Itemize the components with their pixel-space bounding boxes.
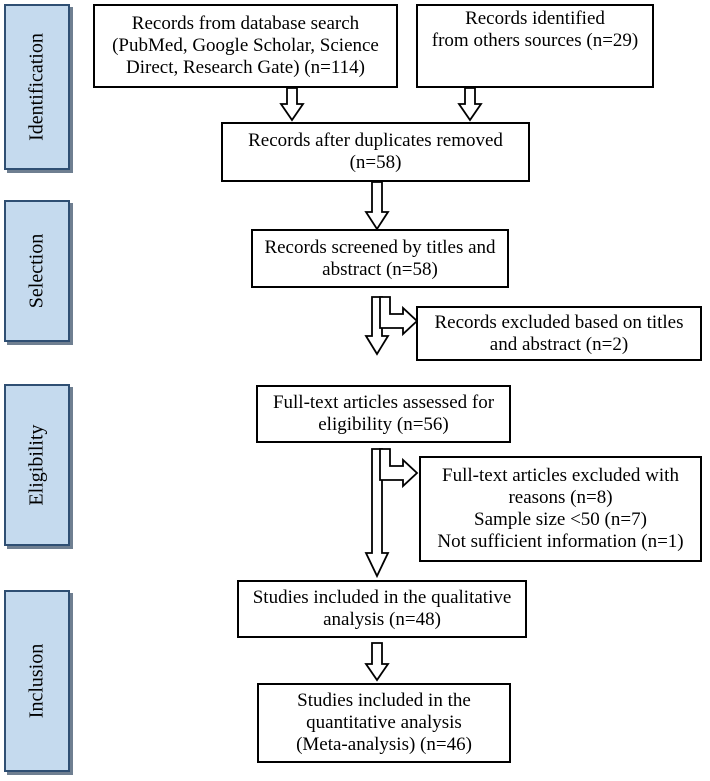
qualitative-text: Studies included in the qualitative anal… [252,587,512,630]
box-screened: Records screened by titles and abstract … [251,229,509,288]
box-other-sources: Records identified from others sources (… [416,4,654,88]
phase-inclusion: Inclusion [4,590,70,772]
box-fulltext-excluded: Full-text articles excluded with reasons… [419,456,702,562]
fulltext-assessed-text: Full-text articles assessed for eligibil… [272,392,495,435]
database-search-text: Records from database search (PubMed, Go… [112,13,379,78]
phase-identification: Identification [4,4,70,170]
screened-text: Records screened by titles and abstract … [264,236,496,280]
box-qualitative: Studies included in the qualitative anal… [237,580,527,638]
arrow-other-to-duplicates [457,87,483,122]
arrow-duplicates-to-screened [364,181,390,231]
box-fulltext-assessed: Full-text articles assessed for eligibil… [256,385,511,443]
fulltext-excluded-line-1: Full-text articles excluded with [442,465,679,487]
phase-selection: Selection [4,200,70,342]
box-excluded-titles: Records excluded based on titles and abs… [416,306,702,361]
box-database-search: Records from database search (PubMed, Go… [93,4,398,88]
box-quantitative: Studies included in the quantitative ana… [257,683,511,763]
duplicates-removed-text: Records after duplicates removed (n=58) [248,130,503,173]
fulltext-excluded-lines: Full-text articles excluded with reasons… [437,465,683,552]
fulltext-excluded-line-3: Sample size <50 (n=7) [474,509,647,530]
arrow-screened-to-excluded [379,296,419,337]
arrow-database-to-duplicates [279,87,305,122]
fulltext-excluded-line-2: reasons (n=8) [508,487,613,509]
fulltext-excluded-line-4: Not sufficient information (n=1) [437,530,684,552]
other-sources-text: Records identified from others sources (… [431,8,639,51]
arrow-qualitative-to-quantitative [364,642,390,682]
box-duplicates-removed: Records after duplicates removed (n=58) [221,122,530,182]
arrow-fulltext-to-excluded [379,448,419,489]
excluded-titles-text: Records excluded based on titles and abs… [434,311,684,355]
phase-eligibility: Eligibility [4,384,70,546]
quantitative-text: Studies included in the quantitative ana… [296,690,472,755]
